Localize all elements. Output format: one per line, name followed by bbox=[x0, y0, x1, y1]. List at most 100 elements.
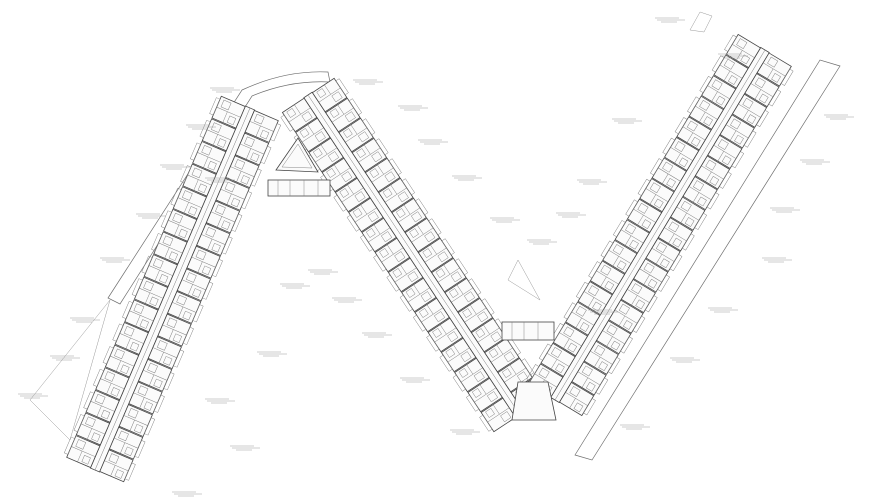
apartment-unit bbox=[391, 197, 429, 233]
annotation-note bbox=[230, 445, 260, 451]
apartment-unit bbox=[151, 231, 188, 265]
apartment-unit bbox=[596, 320, 633, 355]
apartment-unit bbox=[645, 237, 683, 272]
annotation-note bbox=[308, 269, 338, 275]
annotation-note bbox=[556, 212, 586, 218]
apartment-unit bbox=[412, 297, 450, 333]
annotation-note bbox=[18, 393, 48, 399]
annotation-note bbox=[762, 257, 792, 263]
apartment-unit bbox=[118, 404, 156, 438]
annotation-note bbox=[450, 429, 480, 435]
apartment-unit bbox=[558, 381, 596, 417]
annotation-note bbox=[210, 87, 240, 93]
annotation-note bbox=[620, 424, 650, 430]
apartment-unit bbox=[359, 217, 397, 253]
apartment-unit bbox=[196, 223, 233, 257]
apartment-unit bbox=[426, 317, 464, 353]
annotation-note bbox=[257, 351, 287, 357]
apartment-unit bbox=[338, 117, 376, 153]
apartment-unit bbox=[444, 277, 482, 313]
apartment-unit bbox=[131, 276, 169, 310]
apartment-unit bbox=[225, 155, 262, 189]
annotation-note bbox=[362, 332, 392, 338]
apartment-unit bbox=[470, 317, 508, 353]
apartment-unit bbox=[160, 208, 198, 242]
apartment-unit bbox=[633, 258, 670, 293]
apartment-unit bbox=[386, 257, 424, 293]
annotation-note bbox=[353, 79, 383, 85]
apartment-unit bbox=[620, 278, 658, 314]
apartment-unit bbox=[571, 361, 609, 396]
apartment-unit bbox=[404, 217, 442, 253]
apartment-unit bbox=[378, 177, 416, 213]
annotation-note bbox=[800, 159, 830, 165]
apartment-unit bbox=[373, 237, 411, 273]
apartment-unit bbox=[186, 245, 223, 279]
apartment-unit bbox=[215, 177, 252, 211]
apartment-unit bbox=[583, 340, 621, 375]
apartment-unit bbox=[694, 155, 732, 190]
annotation-note bbox=[452, 175, 482, 181]
apartment-unit bbox=[744, 73, 782, 108]
apartment-unit bbox=[608, 299, 646, 334]
apartment-unit bbox=[176, 268, 214, 302]
apartment-unit bbox=[189, 140, 227, 174]
annotation-notes bbox=[18, 17, 854, 497]
apartment-unit bbox=[563, 301, 601, 336]
apartment-unit bbox=[650, 157, 687, 192]
apartment-unit bbox=[719, 114, 757, 149]
apartment-unit bbox=[551, 322, 589, 357]
annotation-note bbox=[136, 213, 166, 219]
apartment-unit bbox=[170, 186, 207, 220]
apartment-unit bbox=[333, 177, 371, 213]
annotation-note bbox=[527, 239, 557, 245]
apartment-unit bbox=[613, 219, 650, 254]
apartment-unit bbox=[244, 109, 282, 143]
annotation-note bbox=[400, 377, 430, 383]
apartment-unit bbox=[325, 97, 363, 133]
annotation-note bbox=[398, 105, 428, 111]
apartment-unit bbox=[346, 197, 384, 233]
apartment-unit bbox=[234, 132, 272, 166]
apartment-unit bbox=[497, 357, 535, 393]
east-wing bbox=[526, 33, 794, 417]
annotation-note bbox=[280, 283, 310, 289]
apartment-unit bbox=[93, 367, 130, 401]
apartment-unit bbox=[157, 313, 194, 347]
annotation-note bbox=[770, 207, 800, 213]
apartment-unit bbox=[674, 116, 712, 151]
annotation-note bbox=[160, 164, 190, 170]
apartment-unit bbox=[457, 297, 495, 333]
apartment-unit bbox=[625, 198, 663, 233]
apartment-unit bbox=[538, 342, 576, 377]
annotation-note bbox=[824, 114, 854, 120]
apartment-unit bbox=[351, 137, 389, 173]
apartment-unit bbox=[99, 449, 136, 483]
apartment-unit bbox=[63, 435, 101, 469]
apartment-unit bbox=[209, 95, 246, 129]
site-outline bbox=[29, 11, 841, 461]
apartment-unit bbox=[439, 337, 477, 373]
apartment-unit bbox=[306, 137, 344, 173]
apartment-unit bbox=[399, 277, 437, 313]
apartment-unit bbox=[724, 33, 762, 69]
apartment-unit bbox=[73, 412, 111, 446]
annotation-note bbox=[490, 217, 520, 223]
apartment-unit bbox=[484, 337, 522, 373]
apartment-unit bbox=[756, 52, 794, 87]
courtyard-triangle bbox=[275, 137, 319, 173]
annotation-note bbox=[172, 491, 202, 497]
apartment-unit bbox=[588, 260, 626, 295]
apartment-unit bbox=[699, 75, 737, 110]
annotation-note bbox=[186, 124, 216, 130]
annotation-note bbox=[708, 307, 738, 313]
apartment-unit bbox=[431, 257, 469, 293]
apartment-unit bbox=[662, 136, 700, 172]
apartment-unit bbox=[707, 134, 745, 170]
central-wing bbox=[280, 77, 548, 433]
annotation-note bbox=[205, 177, 235, 183]
apartment-unit bbox=[465, 377, 503, 413]
apartment-unit bbox=[141, 254, 178, 288]
apartment-unit bbox=[479, 397, 517, 433]
